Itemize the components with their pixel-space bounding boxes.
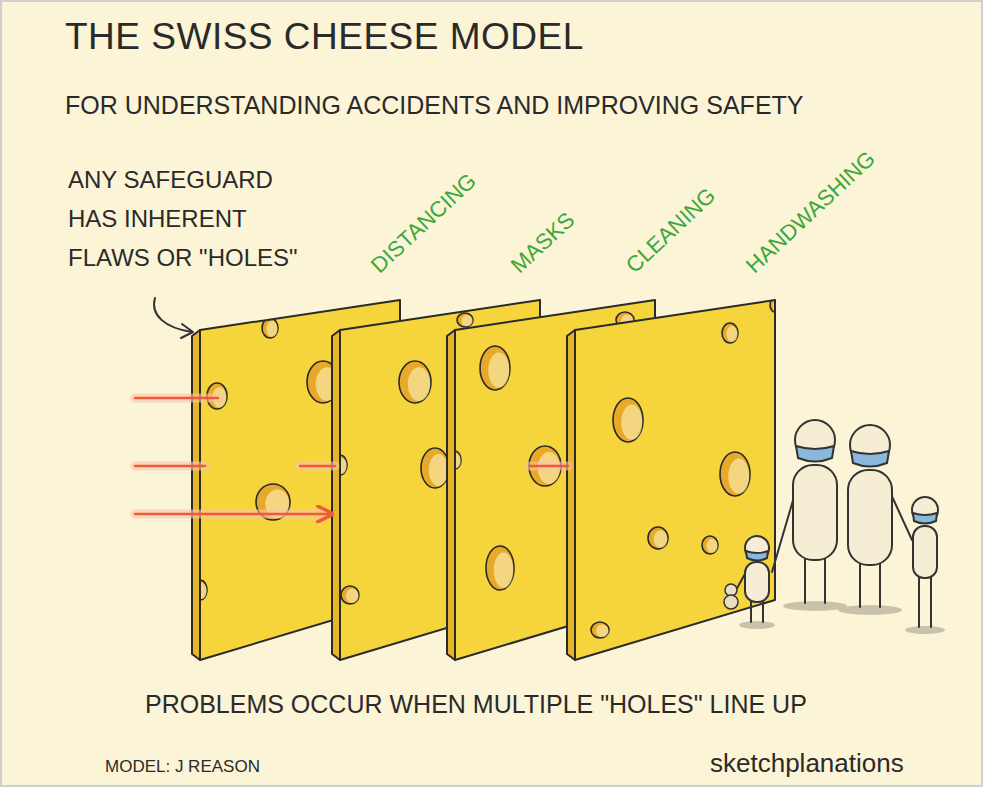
hole-shade (461, 315, 472, 326)
hole-shade (538, 452, 560, 484)
credit-note: MODEL: J REASON (105, 756, 260, 778)
cheese-shape (570, 150, 785, 670)
safeguard-label: DISTANCING (365, 167, 483, 280)
safeguard-label: HANDWASHING (740, 144, 882, 280)
hole-shade (488, 353, 509, 388)
hole-shade (452, 454, 460, 468)
cheese-hole (399, 361, 431, 403)
cheese-slice: HANDWASHING (570, 150, 785, 670)
hazard-arrow (135, 513, 330, 516)
hole-shade (265, 489, 289, 518)
hole-shade (213, 387, 227, 408)
watermark: sketchplanations (710, 748, 904, 778)
hole-shade (654, 530, 668, 548)
safeguard-label: MASKS (505, 206, 582, 280)
hazard-arrow (530, 465, 568, 468)
cheese-hole (720, 452, 750, 496)
cheese-hole (486, 546, 514, 590)
cheese-hole (480, 346, 510, 390)
slice-face (575, 300, 775, 660)
slice-edge (567, 330, 575, 660)
cheese-hole (529, 446, 561, 486)
subtitle: FOR UNDERSTANDING ACCIDENTS AND IMPROVIN… (65, 90, 804, 120)
cheese-hole (421, 448, 449, 488)
hazard-arrow (300, 465, 335, 468)
hole-shade (337, 458, 347, 474)
hole-shade (706, 539, 717, 553)
hole-shade (728, 459, 749, 494)
hole-shade (773, 300, 780, 311)
hole-shade (494, 553, 514, 588)
hole-shade (429, 454, 449, 486)
cheese-hole (702, 536, 718, 554)
cheese-hole (341, 586, 359, 604)
callout-note: ANY SAFEGUARD HAS INHERENT FLAWS OR "HOL… (68, 160, 326, 277)
cheese-hole (722, 323, 738, 343)
slice-edge (332, 330, 340, 660)
cheese-hole (648, 527, 668, 549)
cheese-hole (591, 622, 609, 638)
cheese-hole (256, 484, 290, 520)
hazard-arrow (135, 397, 218, 400)
cheese-hole (457, 313, 473, 327)
slice-edge (192, 330, 200, 660)
cheese-hole (207, 383, 227, 409)
hazard-arrow (135, 465, 205, 468)
hole-shade (621, 405, 642, 440)
hole-shade (266, 321, 277, 337)
hole-shade (596, 624, 609, 637)
cheese-hole (613, 398, 643, 442)
hole-shade (346, 589, 359, 603)
safeguard-label: CLEANING (620, 181, 723, 280)
title: THE SWISS CHEESE MODEL (65, 16, 584, 58)
slice-outline (575, 300, 775, 660)
hazard-arrows (135, 398, 568, 514)
hole-shade (726, 326, 737, 342)
hole-shade (408, 367, 430, 401)
caption: PROBLEMS OCCUR WHEN MULTIPLE "HOLES" LIN… (145, 690, 807, 719)
family-figures (724, 420, 945, 634)
slice-edge (447, 330, 455, 660)
hole-shade (197, 583, 207, 599)
